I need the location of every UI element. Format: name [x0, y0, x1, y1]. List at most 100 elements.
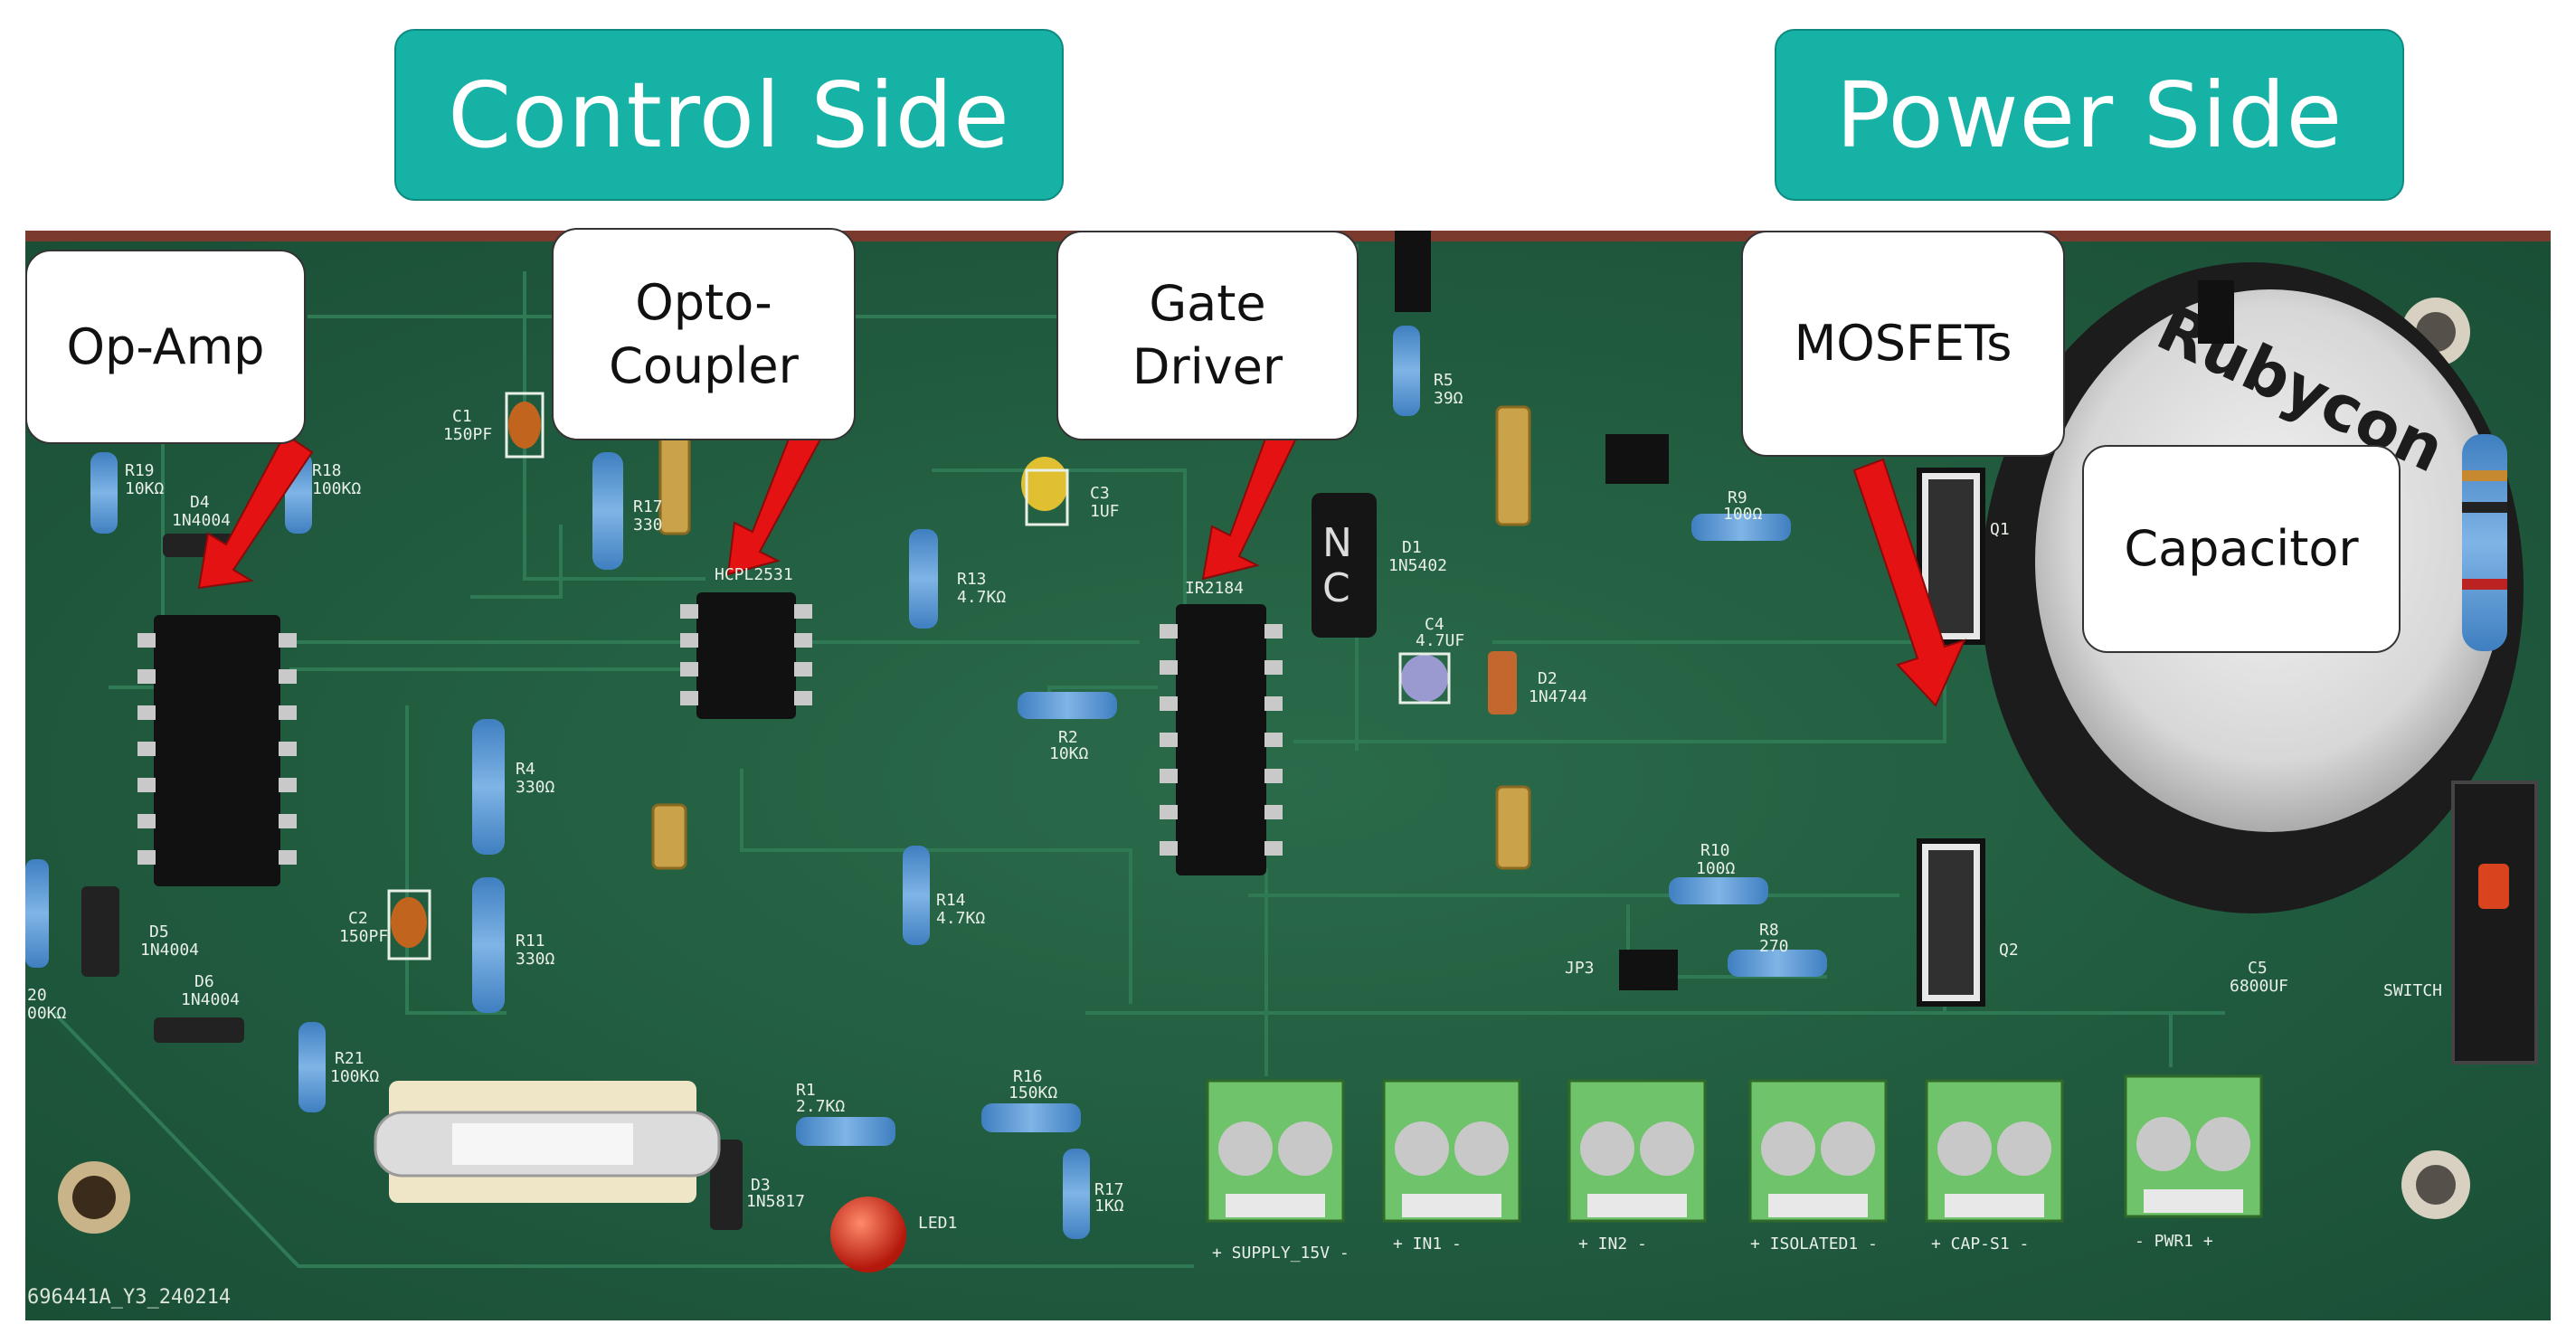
silk-r9: R9 — [1728, 488, 1747, 507]
silk-r2: R2 — [1058, 728, 1078, 747]
silk-d2: D2 — [1538, 669, 1558, 688]
silk-d5-value: 1N4004 — [140, 941, 200, 960]
silk-switch: SWITCH — [2383, 981, 2443, 1000]
silk-hcpl: HCPL2531 — [715, 565, 793, 584]
silk-d3-value: 1N5817 — [746, 1192, 806, 1211]
silk-q2: Q2 — [1999, 941, 2019, 960]
silk-d1-value: 1N5402 — [1388, 556, 1448, 575]
mounting-holes — [58, 298, 2470, 1234]
brass-standoffs — [651, 405, 1531, 870]
terminal-label-in1: + IN1 - — [1393, 1235, 1462, 1254]
terminal-label-supply: + SUPPLY_15V - — [1212, 1244, 1350, 1263]
silk-d6-value: 1N4004 — [181, 990, 241, 1009]
silk-r16-value: 150KΩ — [1009, 1083, 1058, 1102]
silk-c1-value: 150PF — [443, 425, 493, 444]
silk-led1: LED1 — [918, 1214, 958, 1233]
silk-r18-value: 100KΩ — [312, 479, 362, 498]
silk-r5: R5 — [1434, 371, 1454, 390]
silk-q1: Q1 — [1990, 520, 2010, 539]
silk-c2-value: 150PF — [339, 927, 389, 946]
arrow-gate-driver — [1201, 410, 1304, 581]
silk-r20-value: 00KΩ — [27, 1004, 67, 1023]
silk-c5: C5 — [2248, 959, 2268, 978]
terminal-label-cap: + CAP-S1 - — [1931, 1235, 2030, 1254]
silk-r8: R8 — [1759, 921, 1779, 940]
ic-optocoupler — [680, 592, 812, 719]
silk-d3: D3 — [751, 1176, 771, 1195]
silk-r10: R10 — [1700, 841, 1730, 860]
silk-r19: R19 — [125, 461, 155, 480]
ic-gate-driver — [1160, 604, 1283, 875]
silk-d5: D5 — [149, 922, 169, 941]
silk-r17-value: 1KΩ — [1094, 1197, 1124, 1216]
silk-r17-top: R17 — [633, 497, 663, 516]
silk-ir: IR2184 — [1185, 579, 1245, 598]
silk-r14-value: 4.7KΩ — [936, 909, 986, 928]
fuse-holder — [374, 1081, 721, 1203]
arrow-mosfets — [1852, 458, 1966, 707]
silk-c1: C1 — [452, 407, 472, 426]
mosfet-q2 — [1917, 838, 1985, 1007]
silk-r16: R16 — [1013, 1067, 1043, 1086]
terminal-label-in2: + IN2 - — [1578, 1235, 1647, 1254]
silk-r10-value: 100Ω — [1696, 859, 1736, 878]
silk-d1: D1 — [1402, 538, 1422, 557]
silk-r4: R4 — [516, 760, 535, 779]
silk-r13: R13 — [957, 570, 987, 589]
silk-d6: D6 — [194, 972, 214, 991]
led1 — [830, 1197, 906, 1273]
silk-r5-value: 39Ω — [1434, 389, 1463, 408]
resistor-right — [2462, 434, 2507, 651]
silk-r17-top-value: 330 — [633, 516, 663, 535]
silk-r4-value: 330Ω — [516, 778, 555, 797]
silk-r17: R17 — [1094, 1180, 1124, 1199]
red-arrows — [197, 410, 1966, 707]
ic-opamp — [137, 615, 297, 886]
optocoupler-callout: Opto- Coupler — [552, 228, 856, 440]
blue-resistors — [25, 326, 1827, 1239]
terminal-label-isolated: + ISOLATED1 - — [1750, 1235, 1878, 1254]
silk-r11-value: 330Ω — [516, 950, 555, 969]
silk-jp3: JP3 — [1565, 959, 1595, 978]
op-amp-callout: Op-Amp — [25, 250, 306, 444]
diode-d1: N C — [1312, 493, 1377, 638]
silk-c4: C4 — [1425, 615, 1444, 634]
silk-r20: 20 — [27, 986, 47, 1005]
silk-r21: R21 — [335, 1049, 365, 1068]
silk-c5-value: 6800UF — [2230, 977, 2289, 996]
silk-d4-value: 1N4004 — [172, 511, 232, 530]
svg-text:C: C — [1322, 565, 1350, 611]
capacitor-callout: Capacitor — [2082, 445, 2401, 653]
silk-r1-value: 2.7KΩ — [796, 1097, 846, 1116]
terminal-blocks — [1206, 1074, 2263, 1223]
svg-text:N: N — [1322, 520, 1352, 566]
silk-r13-value: 4.7KΩ — [957, 588, 1007, 607]
board-id: 696441A_Y3_240214 — [27, 1286, 232, 1309]
silk-c3: C3 — [1090, 484, 1110, 503]
silk-r8-value: 270 — [1759, 937, 1789, 956]
silk-c4-value: 4.7UF — [1416, 631, 1465, 650]
silk-d2-value: 1N4744 — [1529, 687, 1588, 706]
diodes-small — [81, 534, 1517, 1230]
mosfets-callout: MOSFETs — [1741, 231, 2065, 457]
arrow-op-amp — [197, 432, 314, 590]
silk-c3-value: 1UF — [1090, 502, 1120, 521]
control-side-banner: Control Side — [394, 29, 1064, 201]
silk-r11: R11 — [516, 932, 545, 951]
silk-r21-value: 100KΩ — [330, 1067, 380, 1086]
silk-c2: C2 — [348, 909, 368, 928]
ceramic-caps — [387, 392, 1451, 960]
silk-r19-value: 10KΩ — [125, 479, 165, 498]
silk-r18: R18 — [312, 461, 342, 480]
terminal-label-pwr: - PWR1 + — [2135, 1232, 2213, 1251]
power-side-banner: Power Side — [1775, 29, 2404, 201]
arrow-optocoupler — [726, 419, 825, 576]
gate-driver-callout: Gate Driver — [1056, 231, 1359, 440]
silk-r14: R14 — [936, 891, 966, 910]
slide-switch — [2451, 781, 2538, 1064]
silk-r9-value: 100Ω — [1723, 505, 1763, 524]
silk-r1: R1 — [796, 1081, 816, 1100]
silk-d4: D4 — [190, 493, 210, 512]
jumpers — [1395, 231, 1678, 990]
silk-r2-value: 10KΩ — [1049, 744, 1089, 763]
